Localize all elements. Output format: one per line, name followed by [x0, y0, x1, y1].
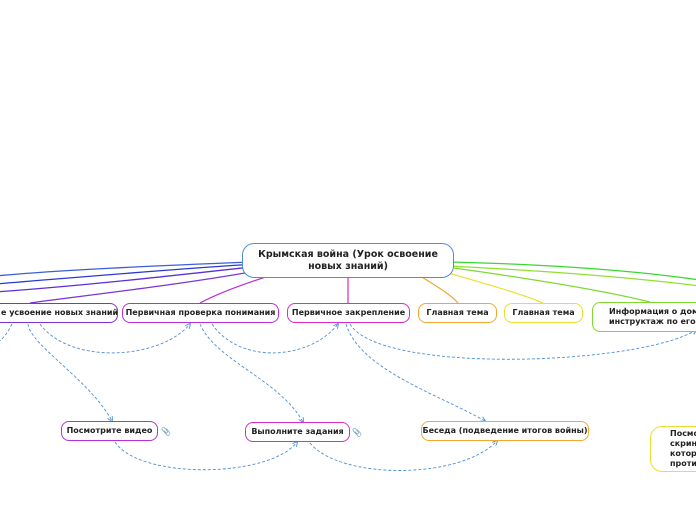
subtopic-watch-screenshot[interactable]: Посмот скрин котор проти	[650, 426, 696, 472]
connector-branch-6	[453, 267, 651, 303]
connector-branch-1	[29, 269, 263, 304]
branch-new-knowledge[interactable]: е усвоение новых знаний	[0, 303, 118, 323]
connector-offscreen-left-2	[0, 263, 256, 285]
relation-arrow	[349, 323, 696, 360]
relation-arrow	[345, 323, 485, 421]
branch-primary-check[interactable]: Первичная проверка понимания	[122, 303, 279, 323]
paperclip-icon[interactable]: 📎	[352, 428, 362, 437]
root-topic[interactable]: Крымская война (Урок освоение новых знан…	[242, 243, 454, 278]
connector-offscreen-right-1	[447, 261, 696, 281]
connector-offscreen-left-3	[0, 265, 261, 293]
relation-arrow	[211, 324, 338, 354]
branch-main-topic-1[interactable]: Главная тема	[418, 303, 497, 323]
branch-main-topic-2[interactable]: Главная тема	[504, 303, 583, 323]
branch-homework-info[interactable]: Информация о домаш инструктаж по его вы	[592, 302, 696, 332]
relation-arrow	[0, 323, 13, 342]
connector-offscreen-left-1	[0, 261, 251, 277]
relation-arrow	[27, 323, 112, 421]
relation-arrow	[309, 441, 497, 471]
subtopic-watch-video[interactable]: Посмотрите видео	[61, 421, 158, 441]
relationship-arrows	[0, 324, 696, 471]
relation-arrow	[114, 442, 297, 471]
connector-offscreen-right-2	[447, 265, 696, 287]
branch-primary-consolidation[interactable]: Первичное закрепление	[287, 303, 410, 323]
relation-arrow	[39, 324, 190, 354]
subtopic-do-tasks[interactable]: Выполните задания	[245, 422, 350, 442]
relation-arrow	[199, 323, 303, 422]
connector-branch-5	[444, 271, 544, 304]
paperclip-icon[interactable]: 📎	[161, 427, 171, 436]
connector-branch-4	[419, 275, 459, 304]
subtopic-discussion[interactable]: Беседа (подведение итогов войны)	[421, 421, 589, 441]
connector-lines	[0, 261, 696, 304]
